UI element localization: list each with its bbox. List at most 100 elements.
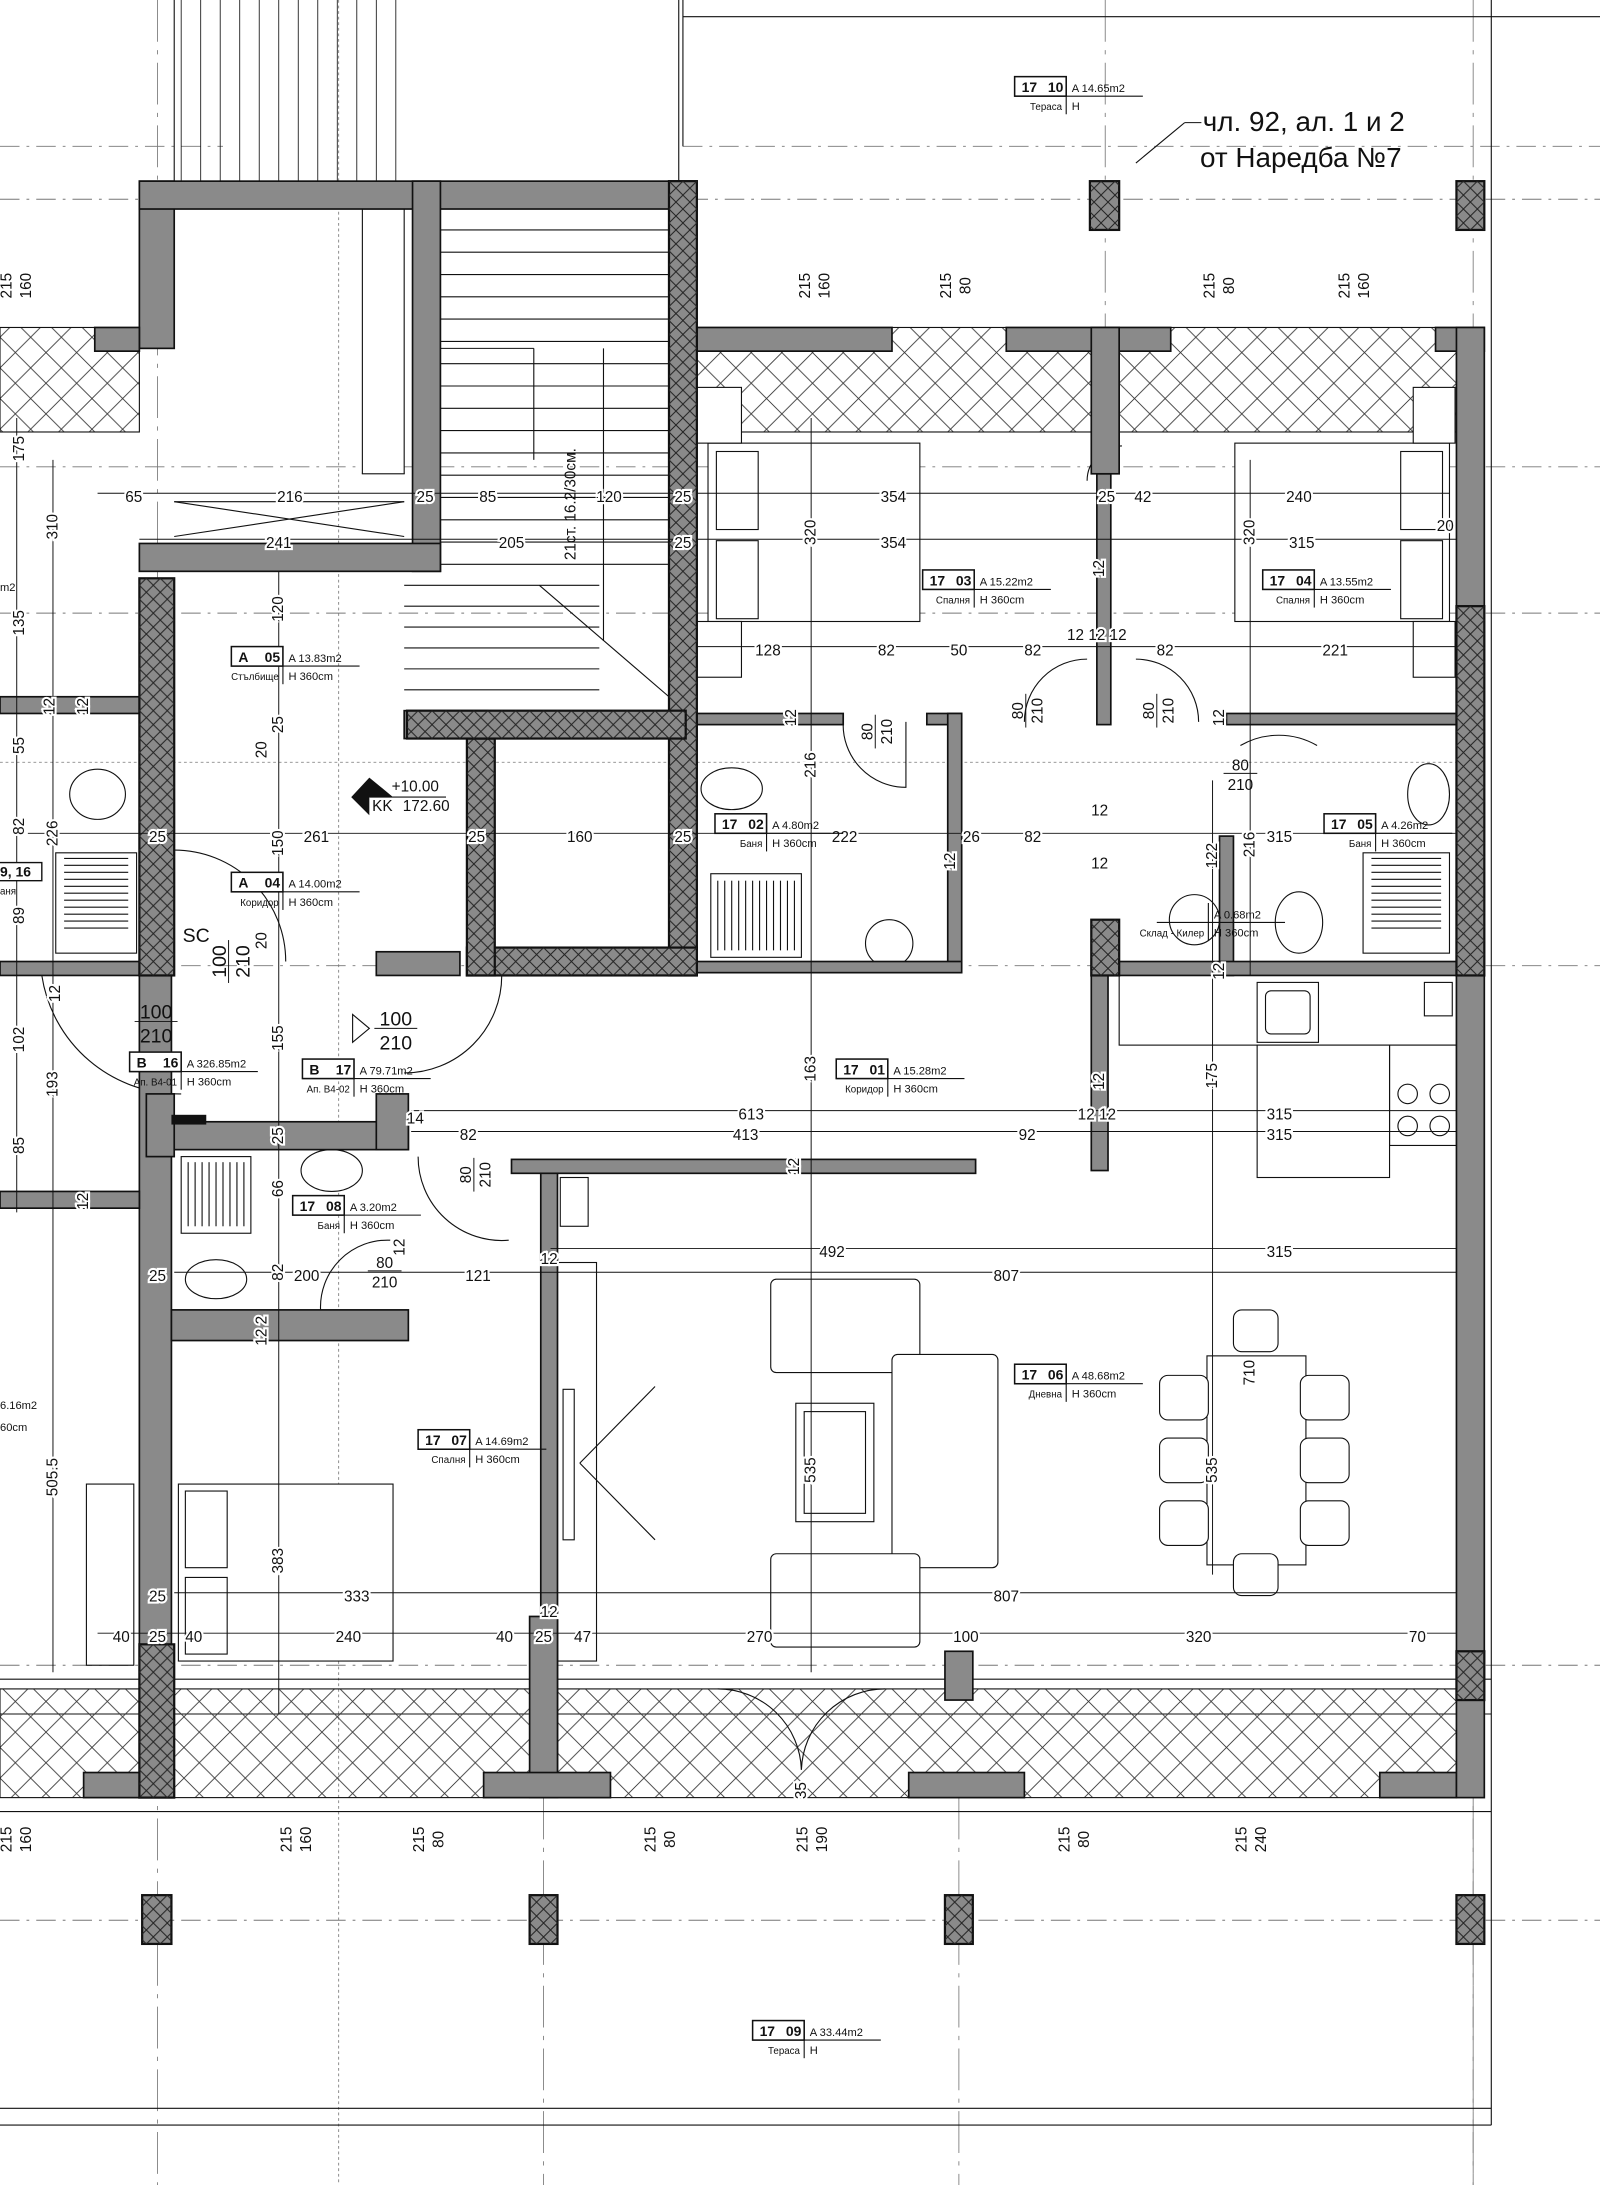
door-width: 100 (380, 1009, 413, 1031)
dimension-label: 163 (803, 1056, 820, 1082)
door-swing (1135, 658, 1200, 722)
wall (907, 1771, 1026, 1799)
room-number: 07 (451, 1432, 467, 1448)
dimension-label: 12 (1211, 709, 1228, 726)
dimension-label: 25 (468, 829, 485, 846)
dimension-label: 47 (574, 1629, 591, 1646)
coffee-table-top (803, 1411, 867, 1514)
wall (145, 1093, 176, 1158)
dimension-label: 215 (797, 273, 814, 299)
dimension-label: 535 (1204, 1457, 1221, 1483)
dimension-label: 710 (1242, 1360, 1259, 1386)
room-name: Стълбище (231, 672, 279, 683)
shaft (361, 208, 405, 475)
dimension-label: 40 (113, 1629, 130, 1646)
electrical-panel (171, 1114, 207, 1125)
room-number: 05 (1357, 816, 1373, 832)
dimension-label: 85 (479, 489, 496, 506)
room-height: H 360cm (350, 1220, 395, 1232)
shower (55, 852, 138, 954)
dimension-label: 100 (953, 1629, 979, 1646)
wall (696, 326, 893, 352)
dimension-label: 70 (1409, 1629, 1426, 1646)
shaft-label: SC (183, 925, 210, 947)
dimension-label: 25 (149, 1588, 166, 1605)
radiator (559, 1176, 589, 1227)
dimension-label: 12 (47, 985, 64, 1002)
room-height: H 360cm (1320, 594, 1365, 606)
partial-label: 6.16m2 (0, 1400, 37, 1412)
dimension-label: 25 (1098, 489, 1115, 506)
dimension-label: 215 (279, 1827, 296, 1853)
room-number: 10 (1048, 79, 1064, 95)
note-line-1: чл. 92, ал. 1 и 2 (1203, 106, 1405, 137)
level-arrow-icon (351, 777, 394, 816)
room-code: A (238, 875, 248, 891)
dimension-label: 121 (465, 1268, 491, 1285)
dimension-label: 25 (149, 829, 166, 846)
dimension-label: 14 (407, 1110, 425, 1127)
column-hatch (142, 1895, 172, 1944)
room-code: 17 (760, 2023, 776, 2039)
dimension-label: 310 (44, 514, 61, 540)
dimension-label: 315 (1267, 1244, 1293, 1261)
column-hatch (139, 1644, 175, 1798)
chair (1159, 1437, 1209, 1484)
dimension-label: 40 (185, 1629, 202, 1646)
dimension-label: 12 (786, 1158, 803, 1175)
wall (1455, 1699, 1486, 1799)
partial-labels: m2 9, 16 аня 6.16m2 60cm (0, 582, 43, 1434)
dimension-label: 12 (1091, 1073, 1108, 1090)
chair (1159, 1374, 1209, 1421)
wall (482, 1771, 612, 1799)
level-kk-value: 172.60 (403, 798, 450, 815)
dimension-label: 80 (957, 277, 974, 294)
dimension-label: 25 (149, 1629, 166, 1646)
level-kk-label: KK (372, 798, 393, 815)
dimension-label: 320 (803, 520, 820, 546)
dimension-label: 261 (304, 829, 330, 846)
pillow (715, 540, 759, 620)
dimension-label: 215 (1201, 273, 1218, 299)
room-code: 17 (425, 1432, 441, 1448)
dimension-label: 12 12 (1078, 1106, 1116, 1123)
room-area: A 14.00m2 (289, 879, 342, 891)
dimension-label: 12 12 12 (1067, 627, 1127, 644)
column-hatch (1456, 1895, 1485, 1944)
room-code: 17 (1270, 572, 1286, 588)
column-hatch (139, 578, 175, 976)
door-height: 210 (140, 1025, 173, 1047)
partial-label: 9, 16 (0, 864, 31, 880)
dimension-label: 175 (11, 436, 28, 462)
dimension-label: 205 (499, 535, 525, 552)
column-hatch (406, 710, 686, 739)
dimension-label: 160 (817, 273, 834, 299)
dimension-label: 215 (938, 273, 955, 299)
room-name: Тераса (1030, 102, 1063, 113)
dimension-label: 221 (1322, 642, 1348, 659)
room-area: A 14.69m2 (475, 1436, 528, 1448)
dimension-label: 240 (336, 1629, 362, 1646)
window-arrow (579, 1462, 656, 1541)
column-hatch (466, 947, 697, 976)
dimension-label: 160 (18, 273, 35, 299)
dimension-label: 12 (1091, 560, 1108, 577)
stove-burner (1429, 1115, 1451, 1137)
wall (93, 326, 141, 352)
room-height: H 360cm (893, 1084, 938, 1096)
door-swing (717, 1688, 802, 1770)
dimension-label: 215 (1233, 1827, 1250, 1853)
door-swing (842, 721, 907, 788)
dimension-label: 12 (42, 698, 59, 715)
stove-burner (1397, 1115, 1418, 1137)
landing-line (174, 501, 405, 538)
room-height: H 360cm (1381, 838, 1426, 850)
